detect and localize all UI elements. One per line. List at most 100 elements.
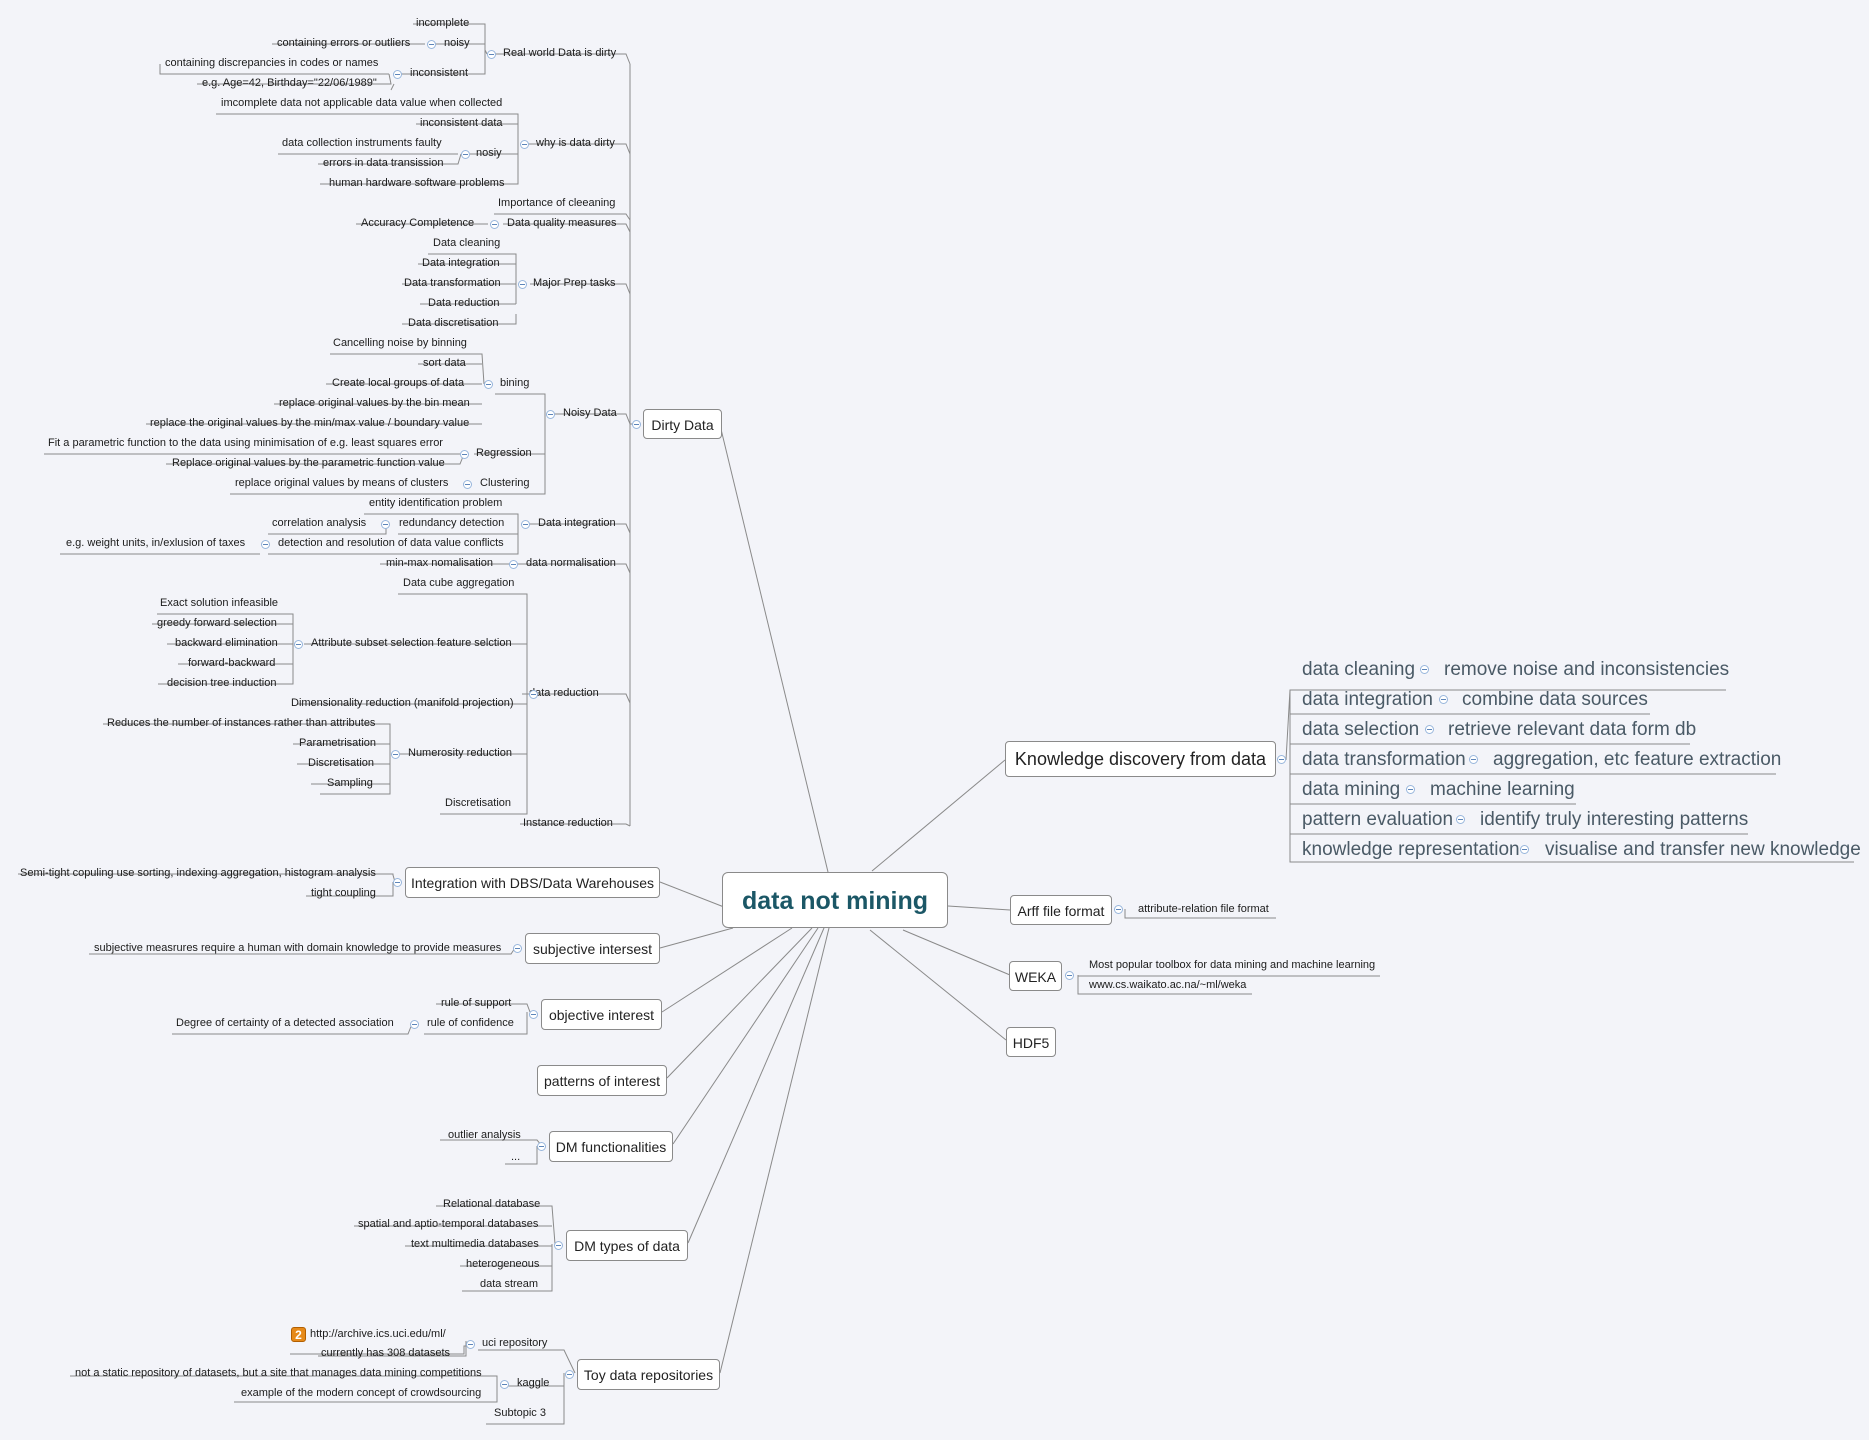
node-major-prep[interactable]: Major Prep tasks (533, 277, 616, 289)
node-data-discretisation[interactable]: Data discretisation (408, 317, 499, 329)
node-kdd-detail[interactable]: retrieve relevant data form db (1448, 719, 1697, 740)
node-data-reduction[interactable]: Data reduction (428, 297, 500, 309)
node-bin-mean[interactable]: replace original values by the bin mean (279, 397, 470, 409)
node-tight-coupling[interactable]: tight coupling (311, 887, 376, 899)
node-rule-support[interactable]: rule of support (441, 997, 512, 1009)
node-rule-confidence[interactable]: rule of confidence (427, 1017, 514, 1029)
node-min-max-boundary[interactable]: replace the original values by the min/m… (150, 417, 470, 429)
collapse-icon[interactable] (1439, 695, 1448, 704)
node-clustering[interactable]: Clustering (480, 477, 530, 489)
node-kdd-detail[interactable]: visualise and transfer new knowledge (1545, 839, 1861, 860)
node-normalisation[interactable]: data normalisation (526, 557, 616, 569)
node-real-world-dirty[interactable]: Real world Data is dirty (503, 47, 617, 59)
collapse-icon[interactable] (518, 280, 527, 289)
node-certainty[interactable]: Degree of certainty of a detected associ… (176, 1017, 394, 1029)
collapse-icon[interactable] (427, 40, 436, 49)
topic-knowledge-discovery[interactable]: Knowledge discovery from data (1005, 741, 1276, 777)
collapse-icon[interactable] (1406, 785, 1415, 794)
node-kdd-step[interactable]: knowledge representation (1302, 839, 1520, 860)
topic-dm-functionalities[interactable]: DM functionalities (549, 1131, 673, 1162)
collapse-icon[interactable] (546, 410, 555, 419)
node-uci-count[interactable]: currently has 308 datasets (321, 1347, 451, 1359)
node-subtopic-3[interactable]: Subtopic 3 (494, 1407, 546, 1419)
node-backward[interactable]: backward elimination (175, 637, 278, 649)
collapse-icon[interactable] (500, 1380, 509, 1389)
node-inconsistent-data[interactable]: inconsistent data (420, 117, 503, 129)
collapse-icon[interactable] (513, 944, 522, 953)
node-kdd-step[interactable]: pattern evaluation (1302, 809, 1454, 830)
node-errors-outliers[interactable]: containing errors or outliers (277, 37, 411, 49)
collapse-icon[interactable] (529, 690, 538, 699)
node-attribute-relation[interactable]: attribute-relation file format (1138, 903, 1269, 915)
node-heterogeneous[interactable]: heterogeneous (466, 1258, 540, 1270)
topic-dm-types[interactable]: DM types of data (566, 1230, 688, 1261)
topic-hdf5[interactable]: HDF5 (1006, 1027, 1056, 1057)
node-means-clusters[interactable]: replace original values by means of clus… (235, 477, 449, 489)
node-text-multimedia[interactable]: text multimedia databases (411, 1238, 539, 1250)
node-incomplete[interactable]: incomplete (416, 17, 470, 29)
node-quality-measures[interactable]: Data quality measures (507, 217, 617, 229)
node-inconsistent[interactable]: inconsistent (410, 67, 469, 79)
node-kdd-step[interactable]: data mining (1302, 779, 1401, 800)
node-sampling[interactable]: Sampling (327, 777, 373, 789)
node-greedy-forward[interactable]: greedy forward selection (157, 617, 277, 629)
collapse-icon[interactable] (1065, 971, 1074, 980)
node-reduces-instances[interactable]: Reduces the number of instances rather t… (107, 717, 376, 729)
node-data-cleaning[interactable]: Data cleaning (433, 237, 501, 249)
node-instruments-faulty[interactable]: data collection instruments faulty (282, 137, 442, 149)
node-weka-toolbox[interactable]: Most popular toolbox for data mining and… (1089, 959, 1376, 971)
node-kdd-detail[interactable]: remove noise and inconsistencies (1444, 659, 1730, 680)
collapse-icon[interactable] (466, 1340, 475, 1349)
node-parametrisation[interactable]: Parametrisation (299, 737, 377, 749)
node-nosiy[interactable]: nosiy (476, 147, 502, 159)
topic-dirty-data[interactable]: Dirty Data (643, 409, 722, 439)
node-cancelling-noise[interactable]: Cancelling noise by binning (333, 337, 467, 349)
node-data-stream[interactable]: data stream (480, 1278, 539, 1290)
collapse-icon[interactable] (565, 1370, 574, 1379)
collapse-icon[interactable] (520, 140, 529, 149)
collapse-icon[interactable] (460, 450, 469, 459)
collapse-icon[interactable] (521, 520, 530, 529)
collapse-icon[interactable] (537, 1142, 546, 1151)
node-exact-infeasible[interactable]: Exact solution infeasible (160, 597, 279, 609)
node-noisy-data[interactable]: Noisy Data (563, 407, 617, 419)
collapse-icon[interactable] (1425, 725, 1434, 734)
node-kdd-step[interactable]: data selection (1302, 719, 1420, 740)
collapse-icon[interactable] (632, 420, 641, 429)
topic-patterns-of-interest[interactable]: patterns of interest (537, 1065, 667, 1096)
collapse-icon[interactable] (529, 1010, 538, 1019)
topic-subjective-interest[interactable]: subjective intersest (525, 933, 660, 964)
node-replace-parametric[interactable]: Replace original values by the parametri… (172, 457, 445, 469)
collapse-icon[interactable] (1277, 755, 1286, 764)
node-human-hardware[interactable]: human hardware software problems (329, 177, 505, 189)
node-numerosity[interactable]: Numerosity reduction (408, 747, 512, 759)
node-data-integration[interactable]: Data integration (422, 257, 500, 269)
topic-arff[interactable]: Arff file format (1010, 895, 1112, 925)
collapse-icon[interactable] (490, 220, 499, 229)
node-instance-reduction[interactable]: Instance reduction (523, 817, 613, 829)
node-uci[interactable]: uci repository (482, 1337, 548, 1349)
collapse-icon[interactable] (1520, 845, 1529, 854)
node-kdd-step[interactable]: data transformation (1302, 749, 1466, 770)
collapse-icon[interactable] (554, 1241, 563, 1250)
collapse-icon[interactable] (461, 150, 470, 159)
node-entity-identification[interactable]: entity identification problem (369, 497, 503, 509)
collapse-icon[interactable] (381, 520, 390, 529)
node-local-groups[interactable]: Create local groups of data (332, 377, 465, 389)
collapse-icon[interactable] (410, 1020, 419, 1029)
node-kdd-detail[interactable]: identify truly interesting patterns (1480, 809, 1749, 830)
topic-weka[interactable]: WEKA (1009, 961, 1062, 991)
node-sort-data[interactable]: sort data (423, 357, 466, 369)
node-weight-units[interactable]: e.g. weight units, in/exlusion of taxes (66, 537, 246, 549)
node-kdd-detail[interactable]: machine learning (1430, 779, 1575, 800)
node-conflicts[interactable]: detection and resolution of data value c… (278, 537, 504, 549)
node-relational[interactable]: Relational database (443, 1198, 541, 1210)
node-data-reduction-topic[interactable]: data reduction (529, 687, 599, 699)
node-kdd-detail[interactable]: combine data sources (1462, 689, 1648, 710)
node-kdd-step[interactable]: data integration (1302, 689, 1433, 710)
collapse-icon[interactable] (1420, 665, 1429, 674)
node-correlation[interactable]: correlation analysis (272, 517, 367, 529)
topic-toy-repositories[interactable]: Toy data repositories (577, 1359, 720, 1390)
node-spatial[interactable]: spatial and aptio-temporal databases (358, 1218, 539, 1230)
node-ellipsis[interactable]: ... (511, 1151, 521, 1163)
